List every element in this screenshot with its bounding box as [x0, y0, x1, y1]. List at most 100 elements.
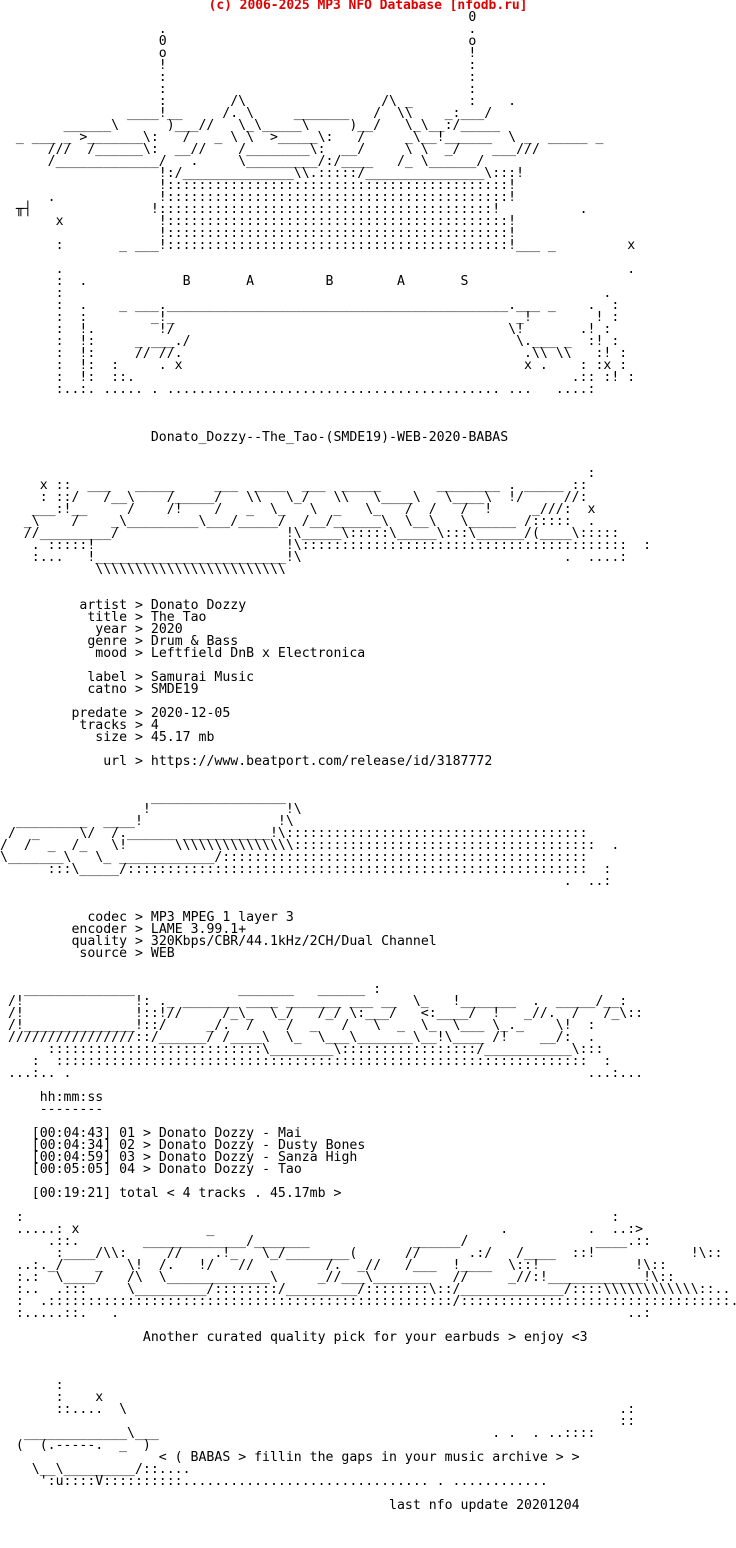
logo-line: ! :	[0, 58, 477, 73]
field-label: mood	[95, 646, 128, 661]
banner-line: /! !::!// /_\_ \_/ /_/ \:___/ <:____/ ! …	[0, 1006, 644, 1021]
banner-line: : ::/ /__\ /_____/ \\ \_/ \\ \____\ \___…	[0, 490, 588, 505]
logo-line: ╥┤ !::::::::::::::::::::::::::::::::::::…	[0, 202, 588, 217]
footer-slogan: < ( BABAS > fillin the gaps in your musi…	[158, 1450, 580, 1465]
quality-row: source > WEB	[79, 946, 175, 961]
footer-art-line: ::.... \ .:	[0, 1402, 636, 1417]
banner-line: _________________	[0, 790, 286, 805]
footer-art-line: ::	[0, 1414, 636, 1429]
banner-line: :::::::::::::::::::::::::::\________\:::…	[0, 1042, 604, 1057]
logo-line: : :	[0, 82, 477, 97]
track-time: [00:04:34]	[31, 1138, 112, 1153]
logo-line: /_____________/ . \_________/:/____ /_ \…	[0, 154, 485, 169]
banner-line: .::. _____________/_______ ______/ ____.…	[0, 1234, 652, 1249]
url-link[interactable]: https://www.beatport.com/release/id/3187…	[150, 754, 493, 769]
field-label: predate	[71, 706, 128, 721]
track-time: [00:05:05]	[31, 1162, 112, 1177]
field-value: SMDE19	[150, 682, 199, 697]
footer-art-line: :	[0, 1378, 64, 1393]
quality-row: quality > 320Kbps/CBR/44.1kHz/2CH/Dual C…	[71, 934, 437, 949]
logo-line: _ ___ _ >_______\: / _ \ \ >_____\: / _\…	[0, 130, 604, 145]
field-label: artist	[79, 598, 128, 613]
track-number: 01	[119, 1126, 136, 1141]
logo-line: : .	[0, 286, 612, 301]
logo-line: ______\ )___// \_\_____\ )__/ \_\__:/___…	[0, 118, 501, 133]
track-title: Tao	[277, 1162, 302, 1177]
last-update-line: last nfo update 20201204	[0, 1498, 736, 1513]
field-value: Donato Dozzy	[150, 598, 247, 613]
field-label: catno	[87, 682, 128, 697]
logo-line: : :	[0, 70, 477, 85]
banner-line: :	[0, 466, 596, 481]
field-label: source	[79, 946, 128, 961]
banner-line: //_________/ !\_____\:::::\_____\:::\___…	[0, 526, 620, 541]
field-label: url	[103, 754, 128, 769]
logo-line: 0	[0, 10, 477, 25]
logo-line: : _ ___!::::::::::::::::::::::::::::::::…	[0, 238, 636, 253]
banner-line: :.. .::: \_________/::::::::/_________/:…	[0, 1282, 731, 1297]
track-artist: Donato Dozzy	[158, 1162, 255, 1177]
banner-line: \_______\ \_ ____________/::::::::::::::…	[0, 850, 588, 865]
banner-line: _\ / _\_________\___/_____/ /__/______\ …	[0, 514, 596, 529]
track-row: [00:04:59] 03 > Donato Dozzy - Sanza Hig…	[31, 1150, 358, 1165]
logo-line: : !. !/ \! .! :	[0, 322, 612, 337]
field-label: codec	[87, 910, 128, 925]
logo-line: : !: _ ___./ \.___ _ :! :	[0, 334, 620, 349]
field-value: Samurai Music	[150, 670, 255, 685]
banner-line: . ..:	[0, 874, 612, 889]
field-value: 2020-12-05	[150, 706, 231, 721]
banner-line: ! !\	[0, 802, 302, 817]
banner-line: /! !: ._ _______ ____ _______ ___ __ \_ …	[0, 994, 628, 1009]
track-row: [00:04:34] 02 > Donato Dozzy - Dusty Bon…	[31, 1138, 366, 1153]
field-value: The Tao	[150, 610, 207, 625]
track-number: 04	[119, 1162, 136, 1177]
banner-line: \\\\\\\\\\\\\\\\\\\\\\\\	[0, 562, 286, 577]
banner-line: ...:.. . ...:...	[0, 1066, 644, 1081]
track-row: [00:04:43] 01 > Donato Dozzy - Mai	[31, 1126, 302, 1141]
field-value: Leftfield DnB x Electronica	[150, 646, 366, 661]
banner-line: : .:::::::::::::::::::::::::::::::::::::…	[0, 1294, 736, 1309]
metadata-row: genre > Drum & Bass	[87, 634, 239, 649]
field-label: genre	[87, 634, 128, 649]
footer-art-line: \__\_________/::....	[0, 1462, 191, 1477]
field-label: year	[95, 622, 128, 637]
logo-line: !:::::::::::::::::::::::::::::::::::::::…	[0, 178, 517, 193]
release-name: Donato_Dozzy--The_Tao-(SMDE19)-WEB-2020-…	[150, 430, 509, 445]
logo-line: . .	[0, 22, 477, 37]
banner-line: ..:._/ _ \! /. !/ // /. _// /___ !____ \…	[0, 1258, 667, 1273]
banner-line: :____/\\: // .!_ \_/________( // .:/ /__…	[0, 1246, 723, 1261]
nfo-document: 0 . . 0 o o !	[0, 10, 736, 1513]
copyright-banner: (c) 2006-2025 MP3 NFO Database [nfodb.ru…	[208, 0, 528, 13]
field-value: 45.17 mb	[150, 730, 215, 745]
track-artist: Donato Dozzy	[158, 1150, 255, 1165]
quality-row: encoder > LAME 3.99.1+	[71, 922, 247, 937]
track-time: [00:04:43]	[31, 1126, 112, 1141]
banner-line: . :::::! !\:::::::::::::::::::::::::::::…	[0, 538, 652, 553]
metadata-row: size > 45.17 mb	[95, 730, 215, 745]
last-update: last nfo update 20201204	[389, 1498, 580, 1513]
metadata-row: label > Samurai Music	[87, 670, 255, 685]
field-label: title	[87, 610, 128, 625]
logo-line: 0 o	[0, 34, 477, 49]
banner-line: :::\_____/::::::::::::::::::::::::::::::…	[0, 862, 612, 877]
logo-line: : : _!_ _! ! :	[0, 310, 620, 325]
metadata-row: artist > Donato Dozzy	[79, 598, 247, 613]
total-summary: [00:19:21] total < 4 tracks . 45.17mb >	[31, 1186, 342, 1201]
notes-text: Another curated quality pick for your ea…	[142, 1330, 588, 1345]
logo-line: : !: // //. .\\ \\ :! :	[0, 346, 628, 361]
logo-line: : . _ ___.______________________________…	[0, 298, 620, 313]
track-artist: Donato Dozzy	[158, 1126, 255, 1141]
field-value: 4	[150, 718, 159, 733]
banner-line: / / _ /_ \! \\\\\\\\\\\\\\\:::::::::::::…	[0, 838, 620, 853]
tracklist-total: [00:19:21] total < 4 tracks . 45.17mb >	[0, 1186, 736, 1201]
field-label: quality	[71, 934, 128, 949]
banner-line: ////////////////::/______/ /____\ \_ \__…	[0, 1030, 596, 1045]
banner-line: : :	[0, 1210, 620, 1225]
field-value: MP3 MPEG 1 layer 3	[150, 910, 294, 925]
banner-line: x :: ___ _____ ___ ____ ___ _____ ______…	[0, 478, 588, 493]
banner-line: : ::::::::::::::::::::::::::::::::::::::…	[0, 1054, 612, 1069]
field-label: encoder	[71, 922, 128, 937]
field-value: 2020	[150, 622, 183, 637]
field-label: tracks	[79, 718, 128, 733]
metadata-row: mood > Leftfield DnB x Electronica	[95, 646, 366, 661]
